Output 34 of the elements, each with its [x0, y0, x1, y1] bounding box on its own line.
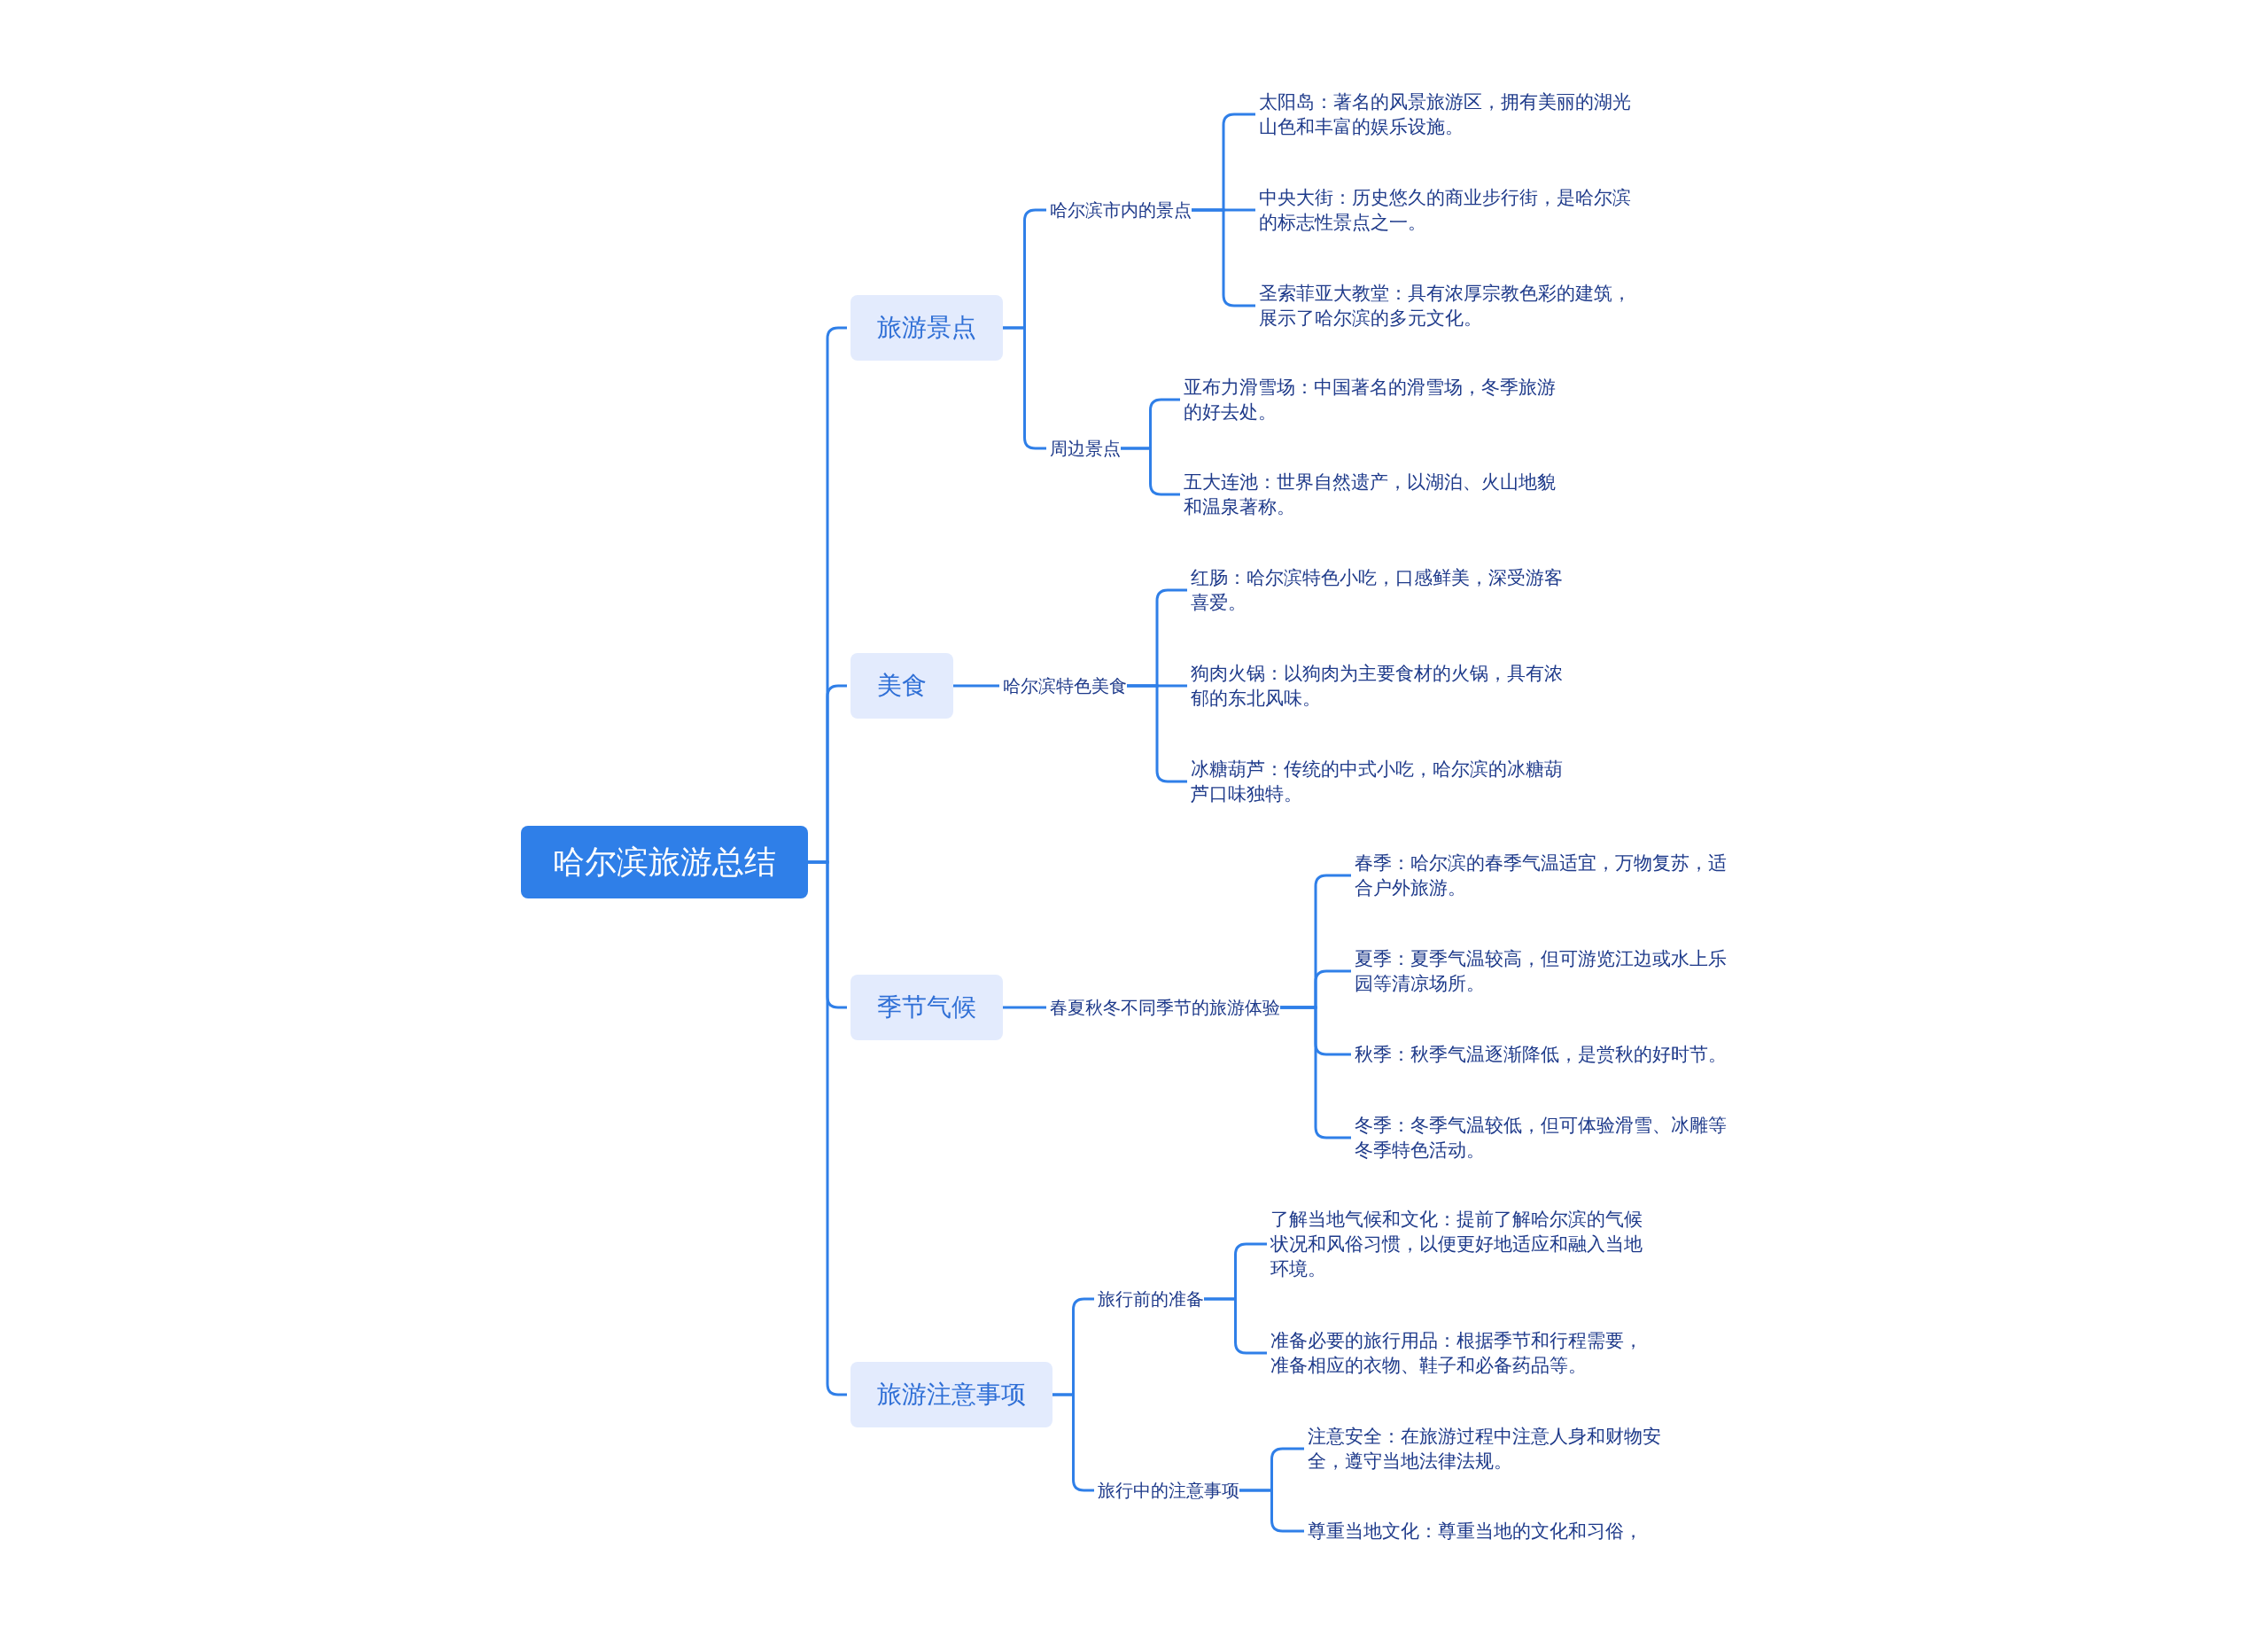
leaf-text: 狗肉火锅：以狗肉为主要食材的火锅，具有浓郁的东北风味。	[1191, 661, 1568, 711]
leaf-text: 亚布力滑雪场：中国著名的滑雪场，冬季旅游的好去处。	[1184, 375, 1561, 424]
connector-line	[808, 860, 847, 1396]
connector-line	[1280, 1006, 1351, 1139]
connector-line	[1204, 1297, 1267, 1355]
subtopic-label: 周边景点	[1050, 435, 1121, 462]
leaf-text: 太阳岛：著名的风景旅游区，拥有美丽的湖光山色和丰富的娱乐设施。	[1259, 89, 1636, 139]
leaf-text: 冬季：冬季气温较低，但可体验滑雪、冰雕等冬季特色活动。	[1355, 1113, 1732, 1163]
topic-box: 美食	[850, 653, 953, 719]
leaf-text: 红肠：哈尔滨特色小吃，口感鲜美，深受游客喜爱。	[1191, 565, 1568, 615]
leaf-text: 五大连池：世界自然遗产，以湖泊、火山地貌和温泉著称。	[1184, 470, 1561, 519]
subtopic-label: 哈尔滨市内的景点	[1050, 197, 1192, 223]
leaf-text: 冰糖葫芦：传统的中式小吃，哈尔滨的冰糖葫芦口味独特。	[1191, 757, 1568, 806]
leaf-text: 夏季：夏季气温较高，但可游览江边或水上乐园等清凉场所。	[1355, 946, 1732, 996]
subtopic-label: 旅行中的注意事项	[1098, 1477, 1239, 1504]
leaf-text: 春季：哈尔滨的春季气温适宜，万物复苏，适合户外旅游。	[1355, 851, 1732, 900]
subtopic-label: 春夏秋冬不同季节的旅游体验	[1050, 994, 1280, 1021]
leaf-text: 中央大街：历史悠久的商业步行街，是哈尔滨的标志性景点之一。	[1259, 185, 1636, 235]
subtopic-label: 哈尔滨特色美食	[1003, 673, 1127, 699]
leaf-text: 注意安全：在旅游过程中注意人身和财物安全，遵守当地法律法规。	[1308, 1424, 1685, 1474]
connector-line	[1003, 1006, 1046, 1009]
connector-line	[953, 684, 999, 688]
topic-box: 旅游注意事项	[850, 1362, 1052, 1427]
topic-box: 旅游景点	[850, 295, 1003, 361]
subtopic-label: 旅行前的准备	[1098, 1286, 1204, 1312]
leaf-text: 圣索菲亚大教堂：具有浓厚宗教色彩的建筑，展示了哈尔滨的多元文化。	[1259, 281, 1636, 330]
central-topic-box: 哈尔滨旅游总结	[521, 826, 808, 898]
leaf-text: 准备必要的旅行用品：根据季节和行程需要，准备相应的衣物、鞋子和必备药品等。	[1270, 1328, 1648, 1378]
leaf-text: 尊重当地文化：尊重当地的文化和习俗，	[1308, 1519, 1685, 1544]
connector-line	[1239, 1489, 1304, 1533]
leaf-text: 秋季：秋季气温逐渐降低，是赏秋的好时节。	[1355, 1042, 1732, 1067]
leaf-text: 了解当地气候和文化：提前了解哈尔滨的气候状况和风俗习惯，以便更好地适应和融入当地环境。	[1270, 1207, 1648, 1281]
topic-box: 季节气候	[850, 975, 1003, 1040]
connector-line	[1192, 208, 1255, 307]
